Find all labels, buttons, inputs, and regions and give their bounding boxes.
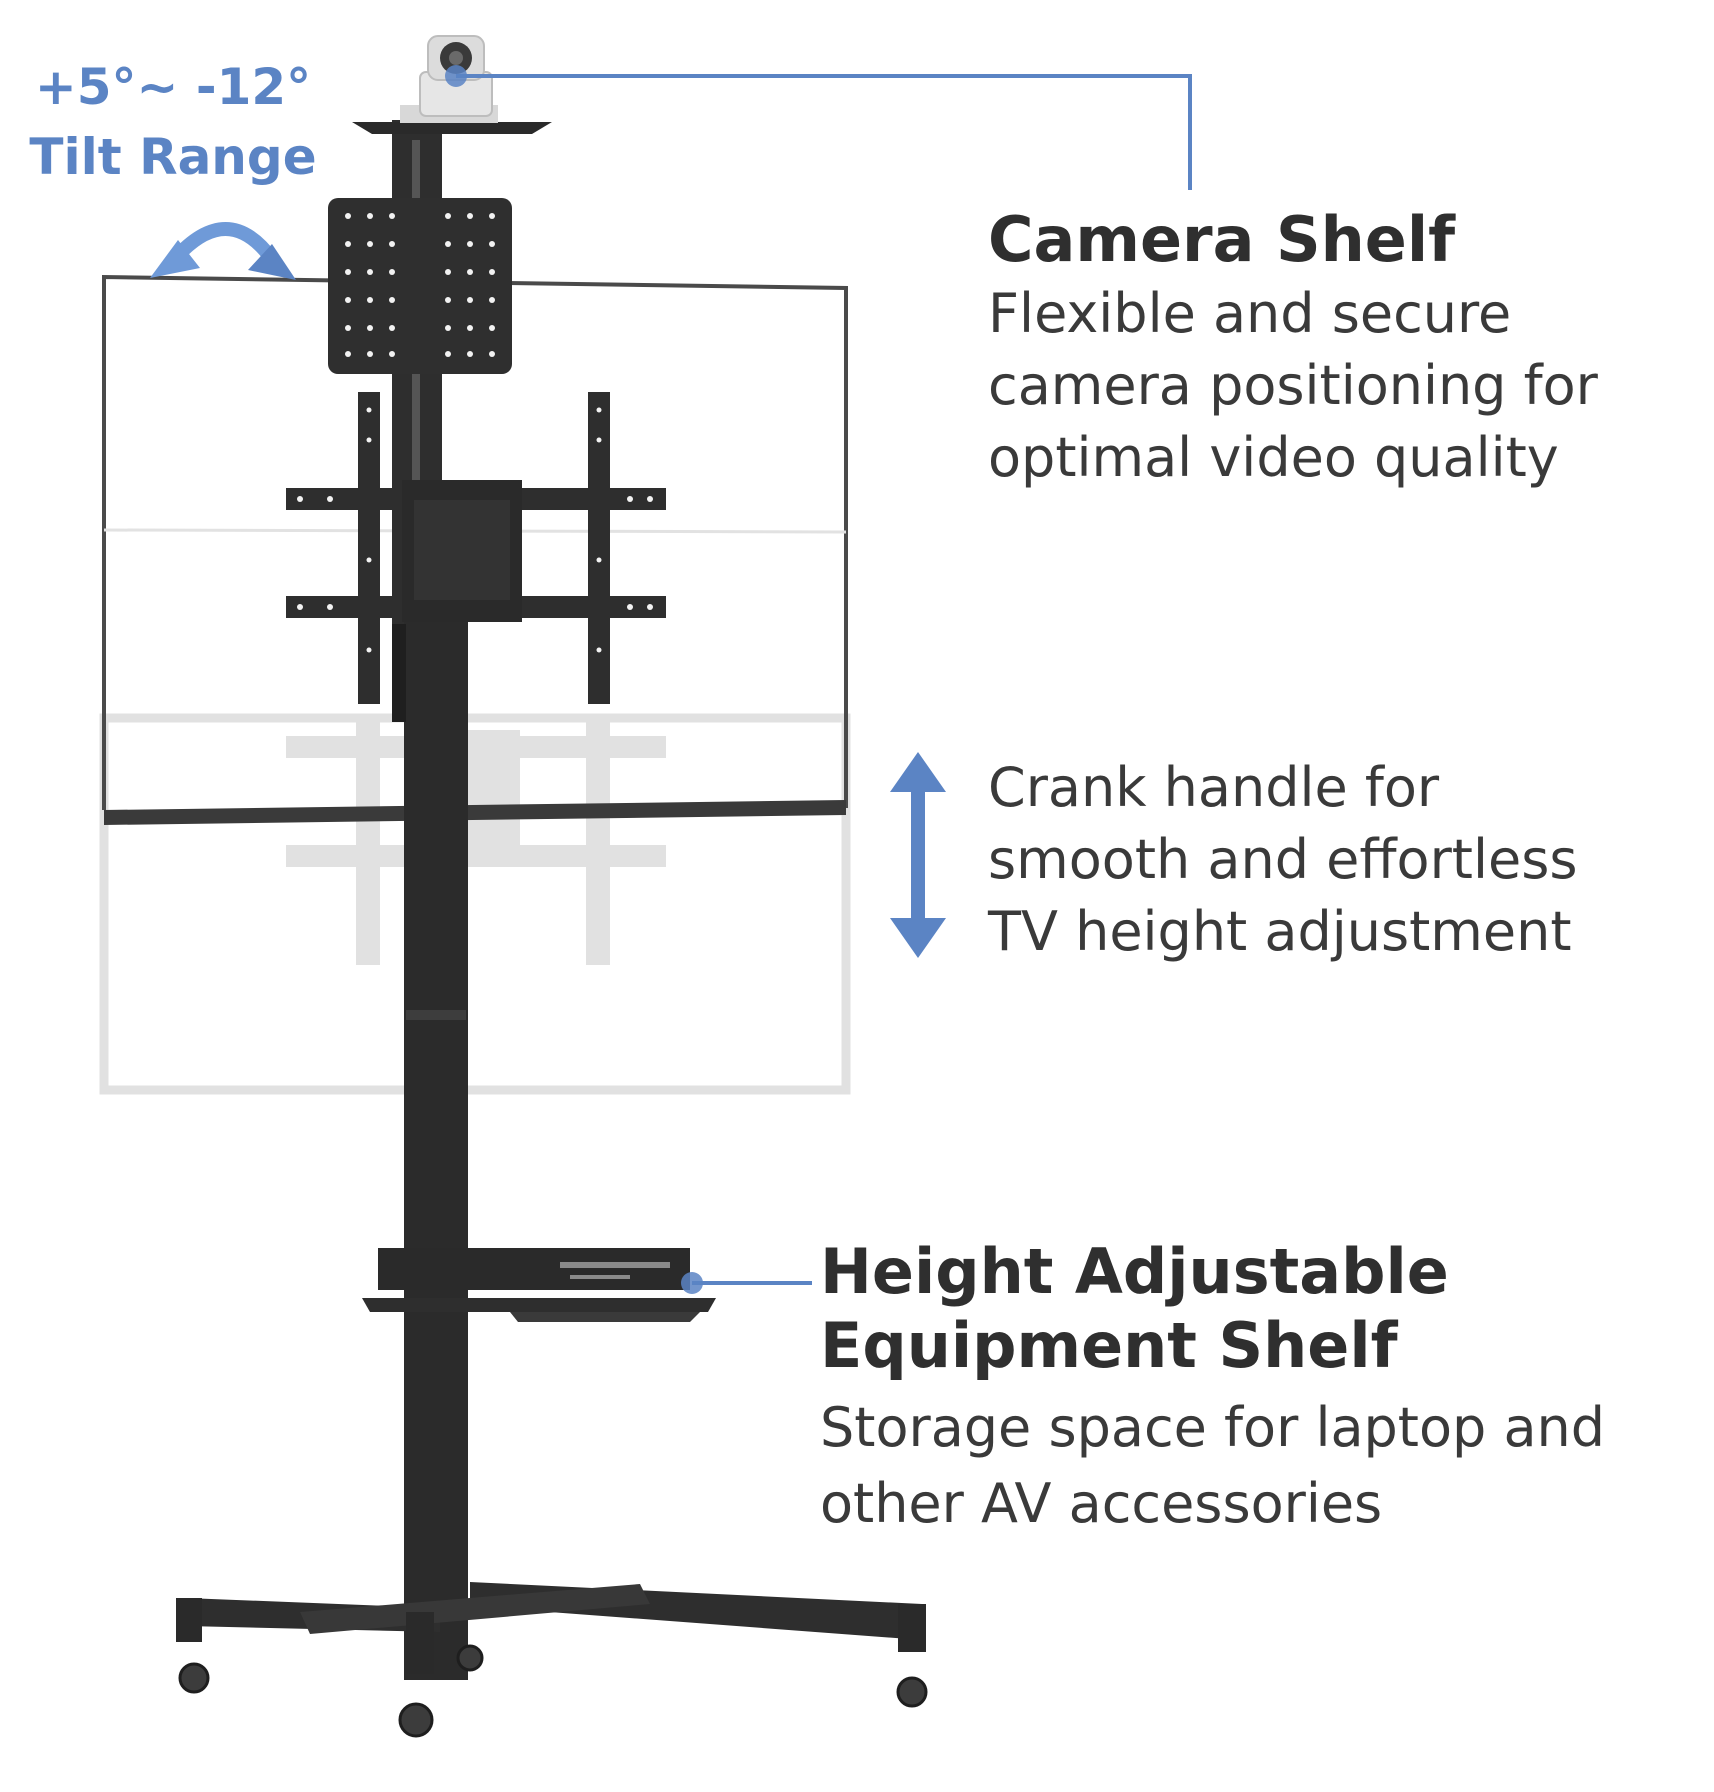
equipment-shelf [362,1248,716,1322]
crank-desc-line: Crank handle for [988,756,1440,819]
equipment-shelf-desc-line: other AV accessories [820,1472,1383,1535]
stand-column [392,120,468,1680]
camera-icon [419,35,493,117]
crank-desc-line: TV height adjustment [988,900,1572,963]
camera-shelf-desc-line: camera positioning for [988,354,1598,417]
height-arrow-icon [890,752,946,958]
tilt-angle-label: +5°~ -12° [34,58,312,116]
tv-mount-bracket [286,392,666,722]
camera-shelf [352,35,552,134]
tilt-range-caption: Tilt Range [29,128,317,186]
crank-desc-line: smooth and effortless [988,828,1578,891]
camera-shelf-desc-line: optimal video quality [988,426,1559,489]
equipment-shelf-desc-line: Storage space for laptop and [820,1396,1606,1459]
ghost-tv-position [99,713,851,1095]
camera-shelf-desc-line: Flexible and secure [988,282,1512,345]
camera-shelf-title: Camera Shelf [988,203,1456,276]
tilt-arrow-icon [150,222,296,280]
camera-shelf-leader [445,65,1192,190]
equipment-shelf-title-line: Equipment Shelf [820,1309,1398,1382]
equipment-shelf-title-line: Height Adjustable [820,1235,1449,1308]
equipment-shelf-leader [681,1272,812,1294]
perforated-plate [328,198,512,374]
stand-base [176,1582,928,1738]
